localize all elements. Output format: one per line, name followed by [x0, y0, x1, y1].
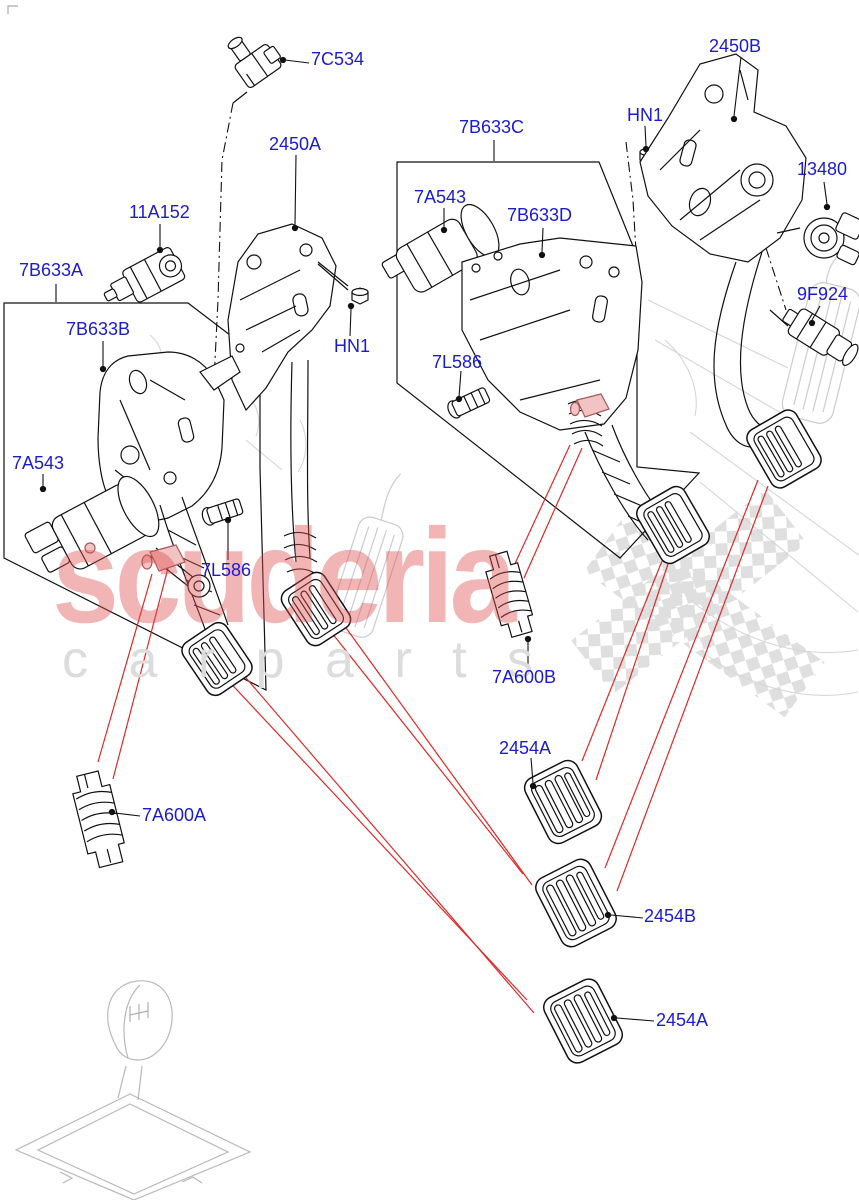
- part-label-9f924: 9F924: [797, 284, 849, 304]
- part-label-2454a-bottom: 2454A: [656, 1010, 709, 1030]
- boot-7a600b-drawing: [485, 550, 534, 639]
- pedal-pad-mid-drawing: [636, 485, 710, 565]
- pad-2454a-mid-drawing: [523, 759, 603, 845]
- sensor-9f924-drawing: [769, 308, 859, 366]
- brake-bracket-right-drawing: [639, 53, 807, 263]
- pedal-arm-right-drawing: [713, 251, 774, 448]
- part-label-7a600b: 7A600B: [492, 667, 557, 687]
- part-label-7b633b: 7B633B: [66, 319, 131, 339]
- sensor-13480-drawing: [776, 212, 859, 266]
- part-label-2450b: 2450B: [709, 36, 762, 56]
- part-label-2454b: 2454B: [644, 906, 697, 926]
- pedal-sensor-drawing: [103, 247, 186, 303]
- clevis-highlight-mid: [569, 393, 610, 418]
- clutch-pedal-bracket-drawing: [227, 223, 349, 412]
- pedal-pad-left-drawing: [181, 621, 253, 697]
- part-label-2454a-mid: 2454A: [499, 738, 552, 758]
- gear-shifter-icon: [14, 980, 252, 1200]
- part-label-11a152: 11A152: [129, 202, 190, 222]
- part-label-7b633a: 7B633A: [19, 260, 84, 280]
- group-boxes: [3, 161, 701, 691]
- group-box-7b633a: [3, 302, 267, 691]
- chassis-ghost-lines: [149, 299, 859, 696]
- part-label-7b633c: 7B633C: [459, 117, 525, 137]
- stoplamp-switch-drawing: [227, 36, 282, 88]
- clutch-pedal-pad-drawing: [280, 571, 352, 647]
- boot-7a600a-drawing: [72, 770, 125, 869]
- part-label-7l586-mid: 7L586: [432, 352, 483, 372]
- corner-mark: [7, 5, 18, 14]
- part-label-7l586-left: 7L586: [201, 560, 252, 580]
- pad-2454b-drawing: [535, 858, 617, 948]
- group-box-7b633c: [396, 161, 701, 559]
- part-label-7a600a: 7A600A: [142, 805, 207, 825]
- part-label-2450a: 2450A: [269, 134, 322, 154]
- bracket-mid-drawing: [461, 237, 643, 431]
- clevis-highlight-left: [84, 542, 186, 572]
- pedal-pad-right-drawing: [746, 409, 822, 489]
- actuator-left-drawing: [24, 475, 211, 598]
- part-label-hn1-left: HN1: [334, 336, 371, 356]
- bolt-left-drawing: [201, 498, 244, 526]
- pad-2454a-bottom-drawing: [542, 978, 624, 1064]
- leader-lines: [39, 56, 831, 1022]
- part-label-7c534: 7C534: [311, 49, 365, 69]
- part-label-7a543-mid: 7A543: [414, 187, 467, 207]
- part-label-13480: 13480: [797, 159, 848, 179]
- shift-pattern-icon: [129, 1002, 149, 1022]
- hex-nut-left-drawing: [317, 263, 369, 305]
- accelerator-pedal-ghost-center: [328, 473, 404, 638]
- bolt-mid-drawing: [447, 387, 491, 419]
- part-label-hn1-right: HN1: [627, 105, 664, 125]
- pedal-arm-left-drawing: [159, 496, 229, 633]
- red-callout-lines: [97, 444, 769, 1014]
- clutch-pedal-arm-drawing: [283, 359, 318, 575]
- part-label-7a543-left: 7A543: [12, 453, 65, 473]
- part-label-7b633d: 7B633D: [507, 205, 573, 225]
